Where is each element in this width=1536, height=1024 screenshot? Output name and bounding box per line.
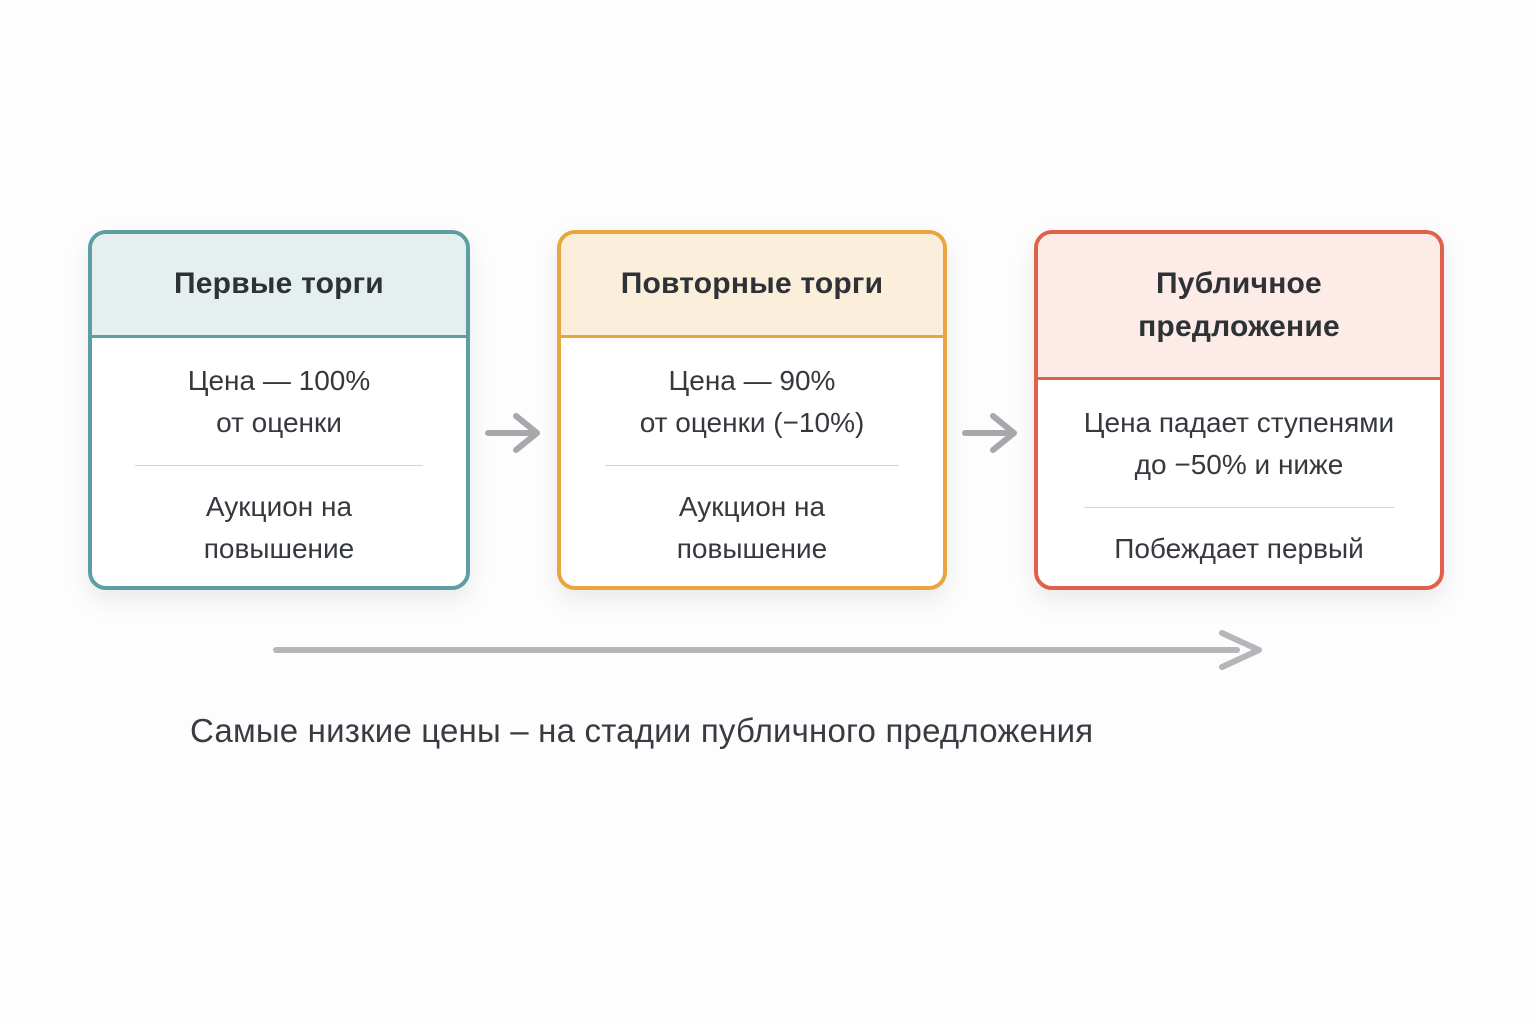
- caption-text: Самые низкие цены – на стадии публичного…: [190, 712, 1094, 749]
- card-public-offer: Публичное предложение Цена падает ступен…: [1034, 230, 1444, 590]
- divider-line: [1084, 507, 1394, 509]
- divider-line: [604, 464, 900, 466]
- auction-type-line: повышение: [676, 532, 828, 564]
- card-public-offer-header: Публичное предложение: [1038, 234, 1440, 381]
- price-line: Цена падает ступенями: [1083, 407, 1395, 439]
- card-title: Повторные торги: [620, 267, 884, 300]
- card-first-auction-header: Первые торги: [92, 234, 466, 338]
- card-body: Цена — 100% от оценки Аукцион на повышен…: [92, 338, 466, 586]
- auction-type-line: Аукцион на: [678, 490, 826, 522]
- arrow-right-icon: [484, 411, 543, 455]
- price-line: Цена — 100%: [187, 364, 371, 396]
- card-repeat-auction-header: Повторные торги: [561, 234, 943, 338]
- divider-line: [135, 464, 423, 466]
- price-line: от оценки (−10%): [639, 406, 865, 438]
- card-body: Цена — 90% от оценки (−10%) Аукцион на п…: [561, 338, 943, 586]
- price-line: Цена — 90%: [668, 364, 836, 396]
- timeline-arrow-icon: [273, 630, 1265, 670]
- winner-line: Побеждает первый: [1114, 533, 1364, 565]
- card-first-auction: Первые торги Цена — 100% от оценки Аукци…: [88, 230, 470, 590]
- card-body: Цена падает ступенями до −50% и ниже Поб…: [1038, 380, 1440, 586]
- auction-type-line: Аукцион на: [205, 490, 353, 522]
- card-repeat-auction: Повторные торги Цена — 90% от оценки (−1…: [557, 230, 947, 590]
- price-line: от оценки: [216, 406, 342, 438]
- auction-type-line: повышение: [203, 532, 355, 564]
- card-title: Первые торги: [174, 267, 384, 300]
- card-title: Публичное предложение: [1138, 267, 1340, 343]
- auction-stages-row: Первые торги Цена — 100% от оценки Аукци…: [88, 230, 1444, 590]
- price-line: до −50% и ниже: [1134, 449, 1344, 481]
- arrow-right-icon: [961, 411, 1020, 455]
